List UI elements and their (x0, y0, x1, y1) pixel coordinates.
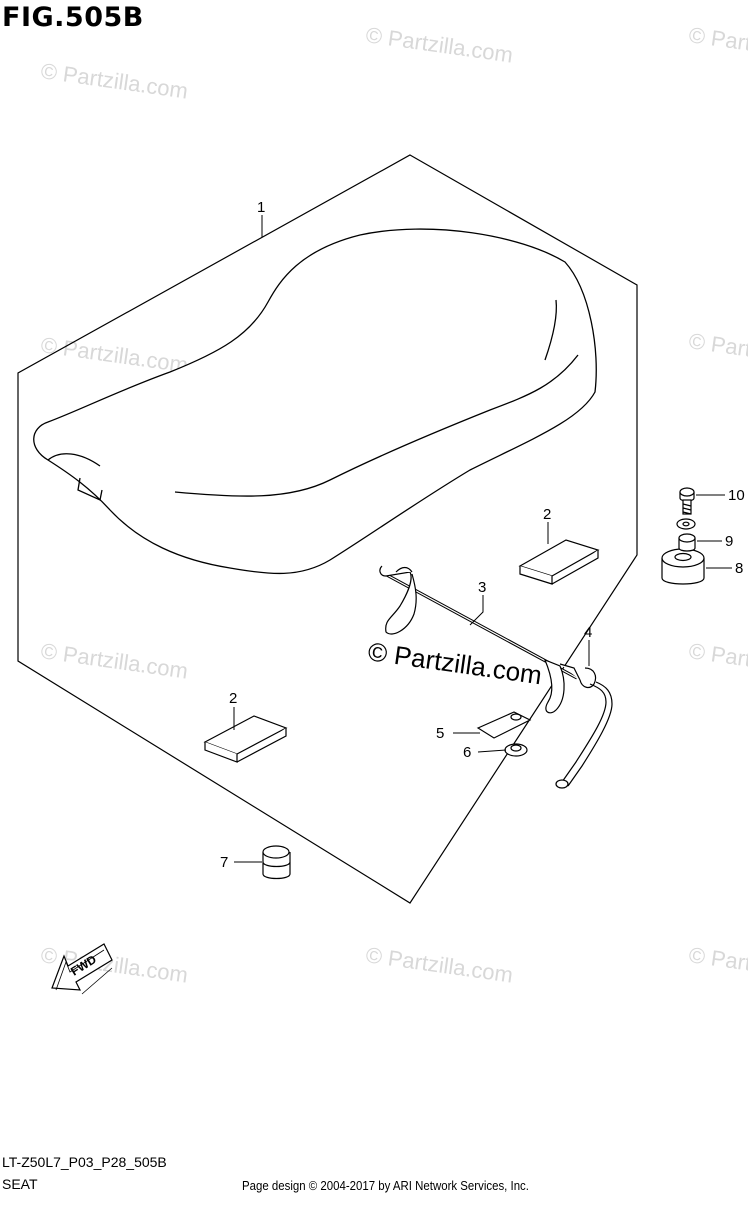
callout-label[interactable]: 4 (584, 624, 592, 641)
assembly-outline (17, 154, 638, 904)
callout-label[interactable]: 10 (728, 487, 745, 504)
watermark: © Partzilla.com (39, 638, 189, 683)
hook-part[interactable] (555, 667, 613, 789)
pad-part[interactable] (203, 715, 288, 763)
watermark: © Partzilla.com (687, 328, 748, 373)
watermark: © Partzilla.com (364, 22, 514, 67)
callout-label[interactable]: 6 (463, 744, 471, 761)
cushion-part-8[interactable] (661, 548, 705, 585)
figure-title: FIG.505B (2, 2, 144, 33)
callout-label[interactable]: 5 (436, 725, 444, 742)
drawing-code: LT-Z50L7_P03_P28_505B (2, 1154, 167, 1170)
watermark: © Partzilla.com (39, 332, 189, 377)
cushion-part[interactable] (262, 845, 291, 880)
leader-lines (233, 215, 732, 863)
pad-part[interactable] (518, 539, 600, 585)
callout-label[interactable]: 1 (257, 199, 265, 216)
collar-part[interactable] (678, 533, 696, 552)
watermark: © Partzilla.com (687, 22, 748, 67)
bolt-part[interactable] (679, 487, 695, 515)
watermark: © Partzilla.com (39, 58, 189, 103)
callout-label[interactable]: 7 (220, 854, 228, 871)
copyright-notice: Page design © 2004-2017 by ARI Network S… (242, 1178, 529, 1193)
plate-part[interactable] (476, 711, 532, 739)
lock-bar-part[interactable] (379, 565, 581, 714)
seat-part[interactable] (33, 228, 597, 575)
callout-label[interactable]: 3 (478, 579, 486, 596)
watermark: © Partzilla.com (364, 942, 514, 987)
assembly-name: SEAT (2, 1176, 38, 1192)
callout-labels: 1 2 2 3 4 5 6 7 8 9 10 (220, 199, 745, 871)
callout-label[interactable]: 9 (725, 533, 733, 550)
washer-part[interactable] (676, 518, 696, 530)
watermark: © Partzilla.com (687, 638, 748, 683)
callout-label[interactable]: 8 (735, 560, 743, 577)
callout-label[interactable]: 2 (543, 506, 551, 523)
watermark: © Partzilla.com (687, 942, 748, 987)
callout-label[interactable]: 2 (229, 690, 237, 707)
nut-part[interactable] (504, 743, 528, 757)
